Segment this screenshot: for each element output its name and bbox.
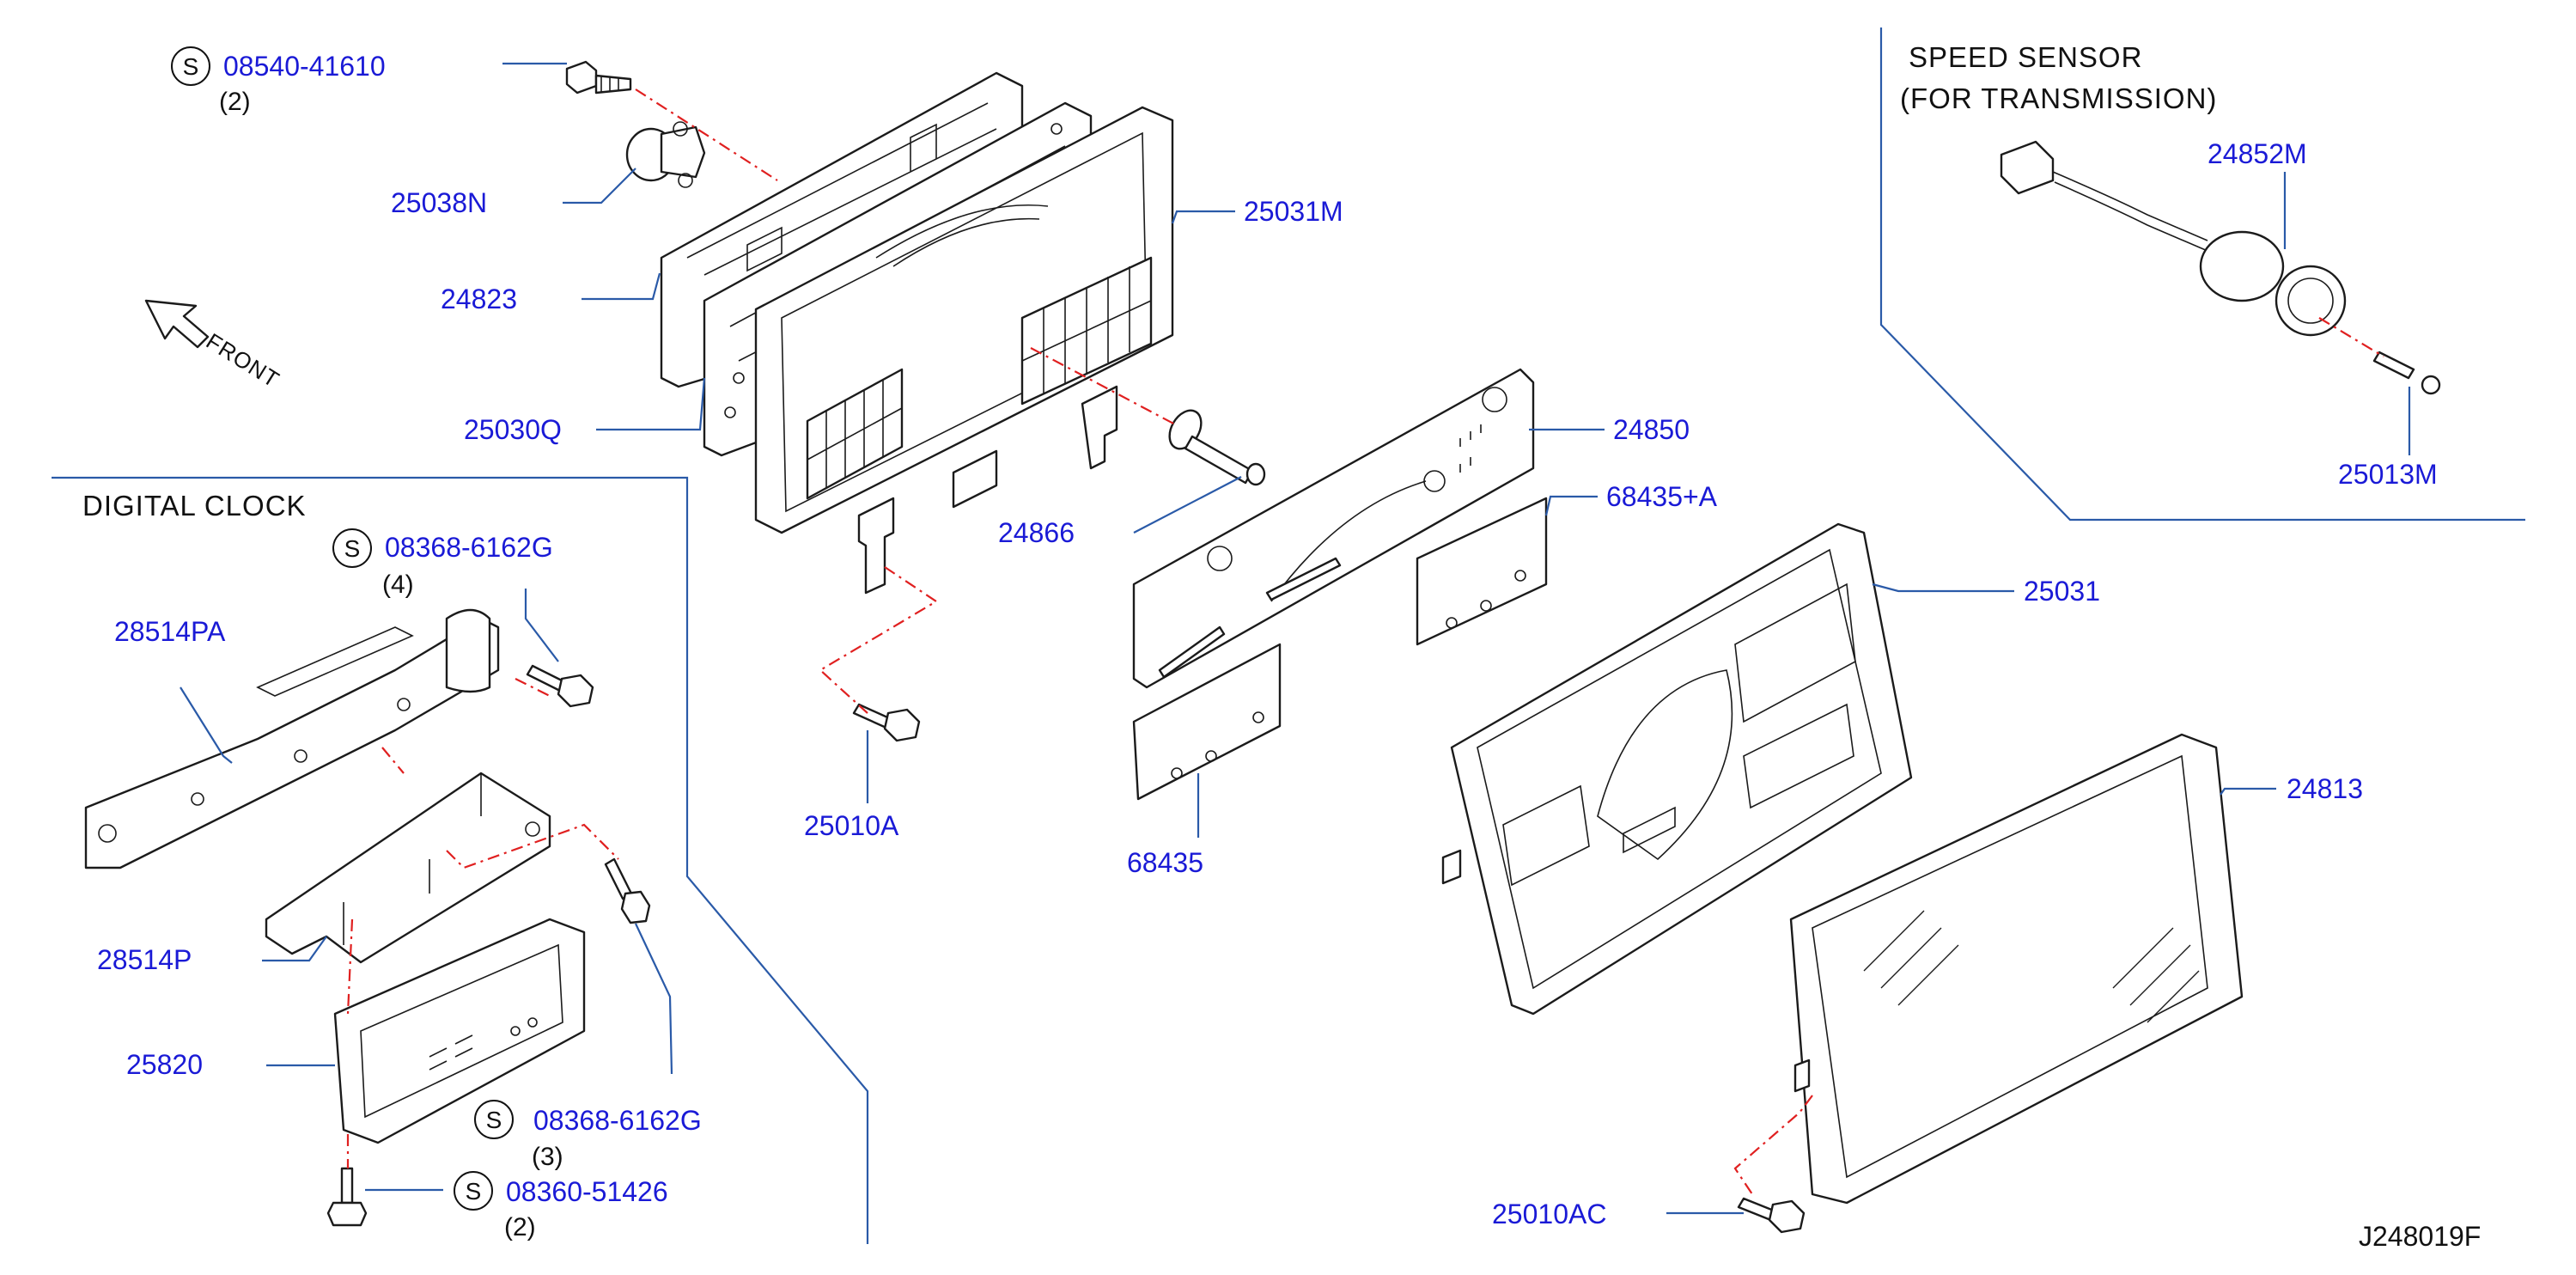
speed-sensor-divider [1879,27,2525,522]
screw-08368-6162G-a [526,664,594,708]
cluster-housing-drawing [660,71,1174,595]
speed-sensor-title-line2: (FOR TRANSMISSION) [1900,82,2217,114]
part-number-68435A[interactable]: 68435+A [1606,481,1718,512]
front-label: FRONT [202,328,284,393]
socket-24866 [1168,409,1266,486]
standard-part-s-icon: S [474,1100,514,1139]
part-number-08360-51426[interactable]: 08360-51426 [506,1176,668,1207]
digital-clock-divider [52,476,869,1244]
standard-part-icons: S S S S [171,46,514,1211]
section-dividers [52,27,2525,1244]
plate-68435A [1416,497,1548,646]
part-number-25820[interactable]: 25820 [126,1049,203,1080]
part-number-24866[interactable]: 24866 [998,517,1075,548]
leader-lines [180,62,2411,1215]
part-number-08540-41610[interactable]: 08540-41610 [223,51,386,82]
svg-text:S: S [183,53,199,80]
part-number-28514PA[interactable]: 28514PA [114,616,226,647]
diagram-reference-code: J248019F [2359,1221,2481,1252]
digital-clock-title: DIGITAL CLOCK [82,490,307,522]
dial-face-24850 [1132,368,1535,689]
digital-clock-25820 [333,918,586,1144]
svg-text:S: S [466,1178,482,1205]
part-number-68435[interactable]: 68435 [1127,847,1203,878]
assembly-lines [346,88,2384,1195]
screw-08368-6162G-b [604,857,651,924]
part-number-25031[interactable]: 25031 [2024,576,2100,607]
bracket-28514PA [84,608,500,869]
standard-part-s-icon: S [454,1171,493,1211]
part-number-24823[interactable]: 24823 [441,284,517,314]
part-number-24813[interactable]: 24813 [2287,773,2363,804]
connector-right [1020,256,1153,406]
bezel-25031 [1441,522,1913,1016]
svg-text:S: S [344,535,361,562]
speed-sensor-drawing [2000,140,2441,395]
lens-24813 [1789,733,2244,1205]
part-number-08368-6162G-b[interactable]: 08368-6162G [533,1105,702,1136]
part-number-25030Q[interactable]: 25030Q [464,414,562,445]
qty-08368-6162G-a: (4) [382,570,414,599]
part-number-25031M[interactable]: 25031M [1244,196,1343,227]
qty-08368-6162G-b: (3) [532,1143,563,1171]
qty-08540-41610: (2) [219,88,251,116]
part-number-25010A[interactable]: 25010A [804,810,899,841]
part-number-25010AC[interactable]: 25010AC [1492,1199,1606,1229]
bracket-28514P [265,772,551,964]
part-number-28514P[interactable]: 28514P [97,944,192,975]
screw-08360-51426 [326,1167,368,1227]
qty-08360-51426: (2) [504,1213,536,1241]
part-number-08368-6162G-a[interactable]: 08368-6162G [385,532,553,563]
svg-text:S: S [486,1107,502,1133]
part-number-25013M[interactable]: 25013M [2338,459,2438,490]
plate-68435 [1132,643,1282,801]
screw-08540-41610 [565,60,632,95]
standard-part-s-icon: S [332,528,372,568]
part-number-25038N[interactable]: 25038N [391,187,487,218]
connector-left [806,368,904,500]
front-arrow-icon: FRONT [144,299,284,393]
speed-sensor-title-line1: SPEED SENSOR [1909,41,2142,73]
screw-25010AC [1737,1197,1806,1234]
standard-part-s-icon: S [171,46,210,86]
bulb-socket-25038N [625,121,706,188]
part-labels: 08540-41610 (2) 25038N 24823 25030Q 2503… [97,51,2438,1241]
part-number-24850[interactable]: 24850 [1613,414,1690,445]
part-number-24852M[interactable]: 24852M [2208,138,2307,169]
